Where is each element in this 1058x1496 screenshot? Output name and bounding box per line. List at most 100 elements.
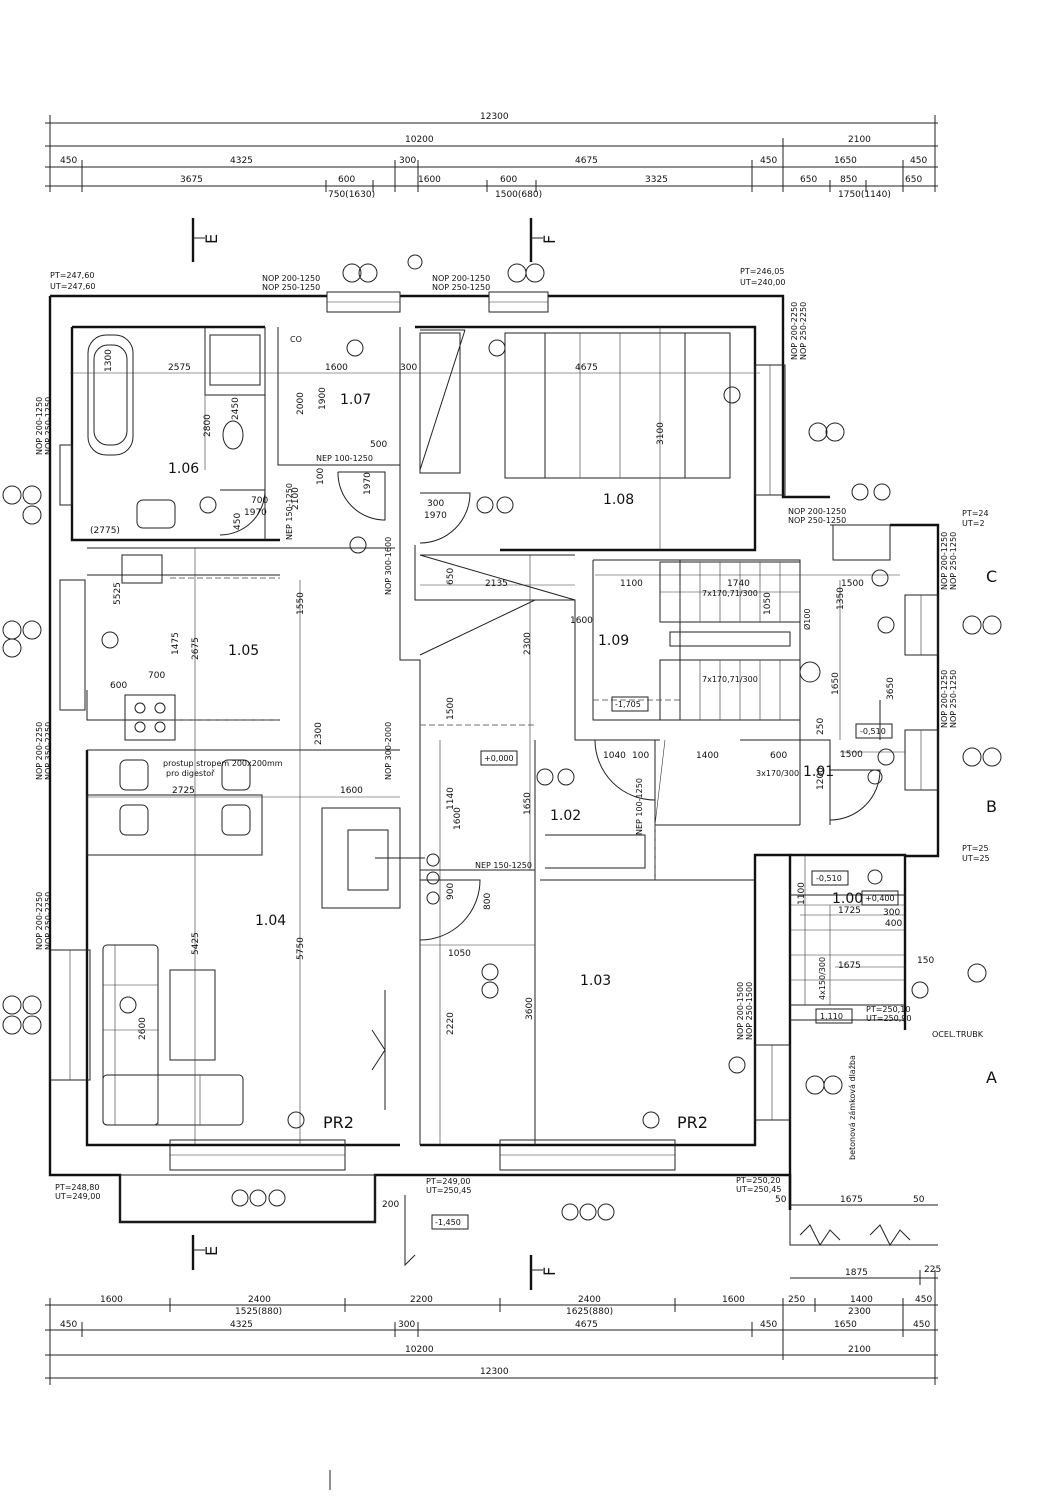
dim-t3-f: 1650: [834, 156, 857, 166]
dim-b3-a: 10200: [405, 1345, 434, 1355]
inner-dim: 2725: [172, 786, 195, 796]
nep-100-1250-a: NEP 100-1250: [316, 454, 373, 463]
room-1-00: 1.00: [832, 891, 863, 907]
inner-dim: 1500: [446, 697, 456, 720]
dim-t4-c: 1600: [418, 175, 441, 185]
dim-b1-f: 250: [788, 1295, 805, 1305]
inner-dim: 1650: [831, 672, 841, 695]
inner-dim: 1300: [104, 349, 114, 372]
inner-dim: 1600: [453, 807, 463, 830]
dim-b2-b: 4325: [230, 1320, 253, 1330]
windows: [49, 291, 939, 1171]
inner-dim: 1050: [763, 592, 773, 615]
dim-b3-b: 2100: [848, 1345, 871, 1355]
inner-dim: 1740: [727, 579, 750, 589]
inner-dim: 1500: [840, 750, 863, 760]
side-letter-a: A: [986, 1068, 997, 1087]
dim-extra-1675: 1675: [840, 1195, 863, 1205]
dim-top-total: 12300: [480, 112, 509, 122]
note-dia: Ø100: [802, 608, 812, 630]
opening-labels: NOP 200-1250 NOP 250-1250 NOP 200-1250 N…: [35, 274, 958, 1040]
nop-right-upper-1: NOP 200-1250: [788, 507, 846, 516]
dim-extra-50b: 50: [913, 1195, 925, 1205]
note-co: CO: [290, 335, 302, 344]
level-marks: PT=247,60 UT=247,60 PT=246,05 UT=240,00 …: [50, 267, 990, 1230]
inner-dim: 3100: [656, 422, 666, 445]
nop-mid-right-2: NOP 250-1500: [745, 982, 754, 1040]
section-e-top: E: [202, 234, 221, 244]
nop-right-v1-1: NOP 200-1250: [940, 532, 949, 590]
inner-dim: 2100: [291, 487, 301, 510]
nop-left-mid-1: NOP 200-2250: [35, 722, 44, 780]
inner-dim: 1900: [318, 387, 328, 410]
dim-extra-1875: 1875: [845, 1268, 868, 1278]
dim-b1-sub-c: 2300: [848, 1307, 871, 1317]
dim-t4-h: 650: [905, 175, 922, 185]
inner-dim: 900: [446, 883, 456, 900]
dim-top-10200: 10200: [405, 135, 434, 145]
dim-b2-d: 4675: [575, 1320, 598, 1330]
dim-b2-g: 450: [913, 1320, 930, 1330]
dim-b1-e: 1600: [722, 1295, 745, 1305]
dim-t4-a: 3675: [180, 175, 203, 185]
nep-150-1250: NEP 150-1250: [285, 483, 294, 540]
inner-dim: 3600: [525, 997, 535, 1020]
room-1-05: 1.05: [228, 643, 259, 659]
inner-dim: 300: [400, 363, 417, 373]
inner-dim: 5750: [296, 937, 306, 960]
inner-dim: 1600: [570, 616, 593, 626]
level-tl-ut: UT=247,60: [50, 282, 95, 291]
nop-left-mid-2: NOP 350-2250: [44, 722, 53, 780]
doors: [219, 329, 881, 941]
dim-b1-d: 2400: [578, 1295, 601, 1305]
inner-dim: 400: [885, 919, 902, 929]
note-paving: betonová zámková dlažba: [848, 1055, 857, 1160]
nep-100-1250-b: NEP 100-1250: [635, 778, 644, 835]
level-bm-ut: UT=250,45: [426, 1186, 471, 1195]
note-hood-2: pro digestoř: [166, 769, 215, 778]
inner-dim: 1100: [797, 882, 807, 905]
inner-dim: 650: [446, 568, 456, 585]
inner-dim: 1725: [838, 906, 861, 916]
nop-left-low-2: NOP 250-2250: [44, 892, 53, 950]
inner-dim: 2575: [168, 363, 191, 373]
inner-dim-texts: 2575 1300 1600 300 4675 2000 1900 500 24…: [90, 349, 934, 1210]
furniture: [86, 332, 731, 1126]
inner-dim: 1140: [446, 787, 456, 810]
level-tr-pt: PT=246,05: [740, 267, 784, 276]
inner-dim: 150: [917, 956, 934, 966]
dim-b1-c: 2200: [410, 1295, 433, 1305]
nop-mid-right-1: NOP 200-1500: [736, 982, 745, 1040]
inner-dim: 1200: [816, 767, 826, 790]
room-1-07: 1.07: [340, 392, 371, 408]
dim-t3-d: 4675: [575, 156, 598, 166]
nop-top-right-1: NOP 200-2250: [790, 302, 799, 360]
note-stair-2: 7x170,71/300: [702, 675, 758, 684]
inner-dim: 1400: [696, 751, 719, 761]
level-tl-pt: PT=247,60: [50, 271, 94, 280]
room-1-08: 1.08: [603, 492, 634, 508]
side-letter-b: B: [986, 797, 997, 816]
nop-top-mid-2: NOP 250-1250: [432, 283, 490, 292]
terrace: [119, 1174, 938, 1490]
inner-dim: 2800: [203, 414, 213, 437]
detail-markers: [2, 254, 1002, 1221]
inner-dim: 1970: [424, 511, 447, 521]
side-letters: A B C: [986, 567, 997, 1087]
dim-t3-b: 4325: [230, 156, 253, 166]
level-rm1-pt: PT=24: [962, 509, 989, 518]
notes: prostup stropem 200x200mm pro digestoř b…: [163, 335, 984, 1160]
dim-t3-c: 300: [399, 156, 416, 166]
nop-right-v2-2: NOP 250-1250: [949, 670, 958, 728]
nop-right-v1-2: NOP 250-1250: [949, 532, 958, 590]
dim-b2-a: 450: [60, 1320, 77, 1330]
inner-dim: 1350: [836, 587, 846, 610]
nop-top-left-1: NOP 200-1250: [262, 274, 320, 283]
note-stair-4: 4x150/300: [818, 957, 827, 1000]
inner-dim: 3650: [886, 677, 896, 700]
dim-b1-h: 450: [915, 1295, 932, 1305]
dim-t4-sub-a: 750(1630): [328, 190, 375, 200]
inner-dim: 1050: [448, 949, 471, 959]
side-letter-c: C: [986, 567, 997, 586]
